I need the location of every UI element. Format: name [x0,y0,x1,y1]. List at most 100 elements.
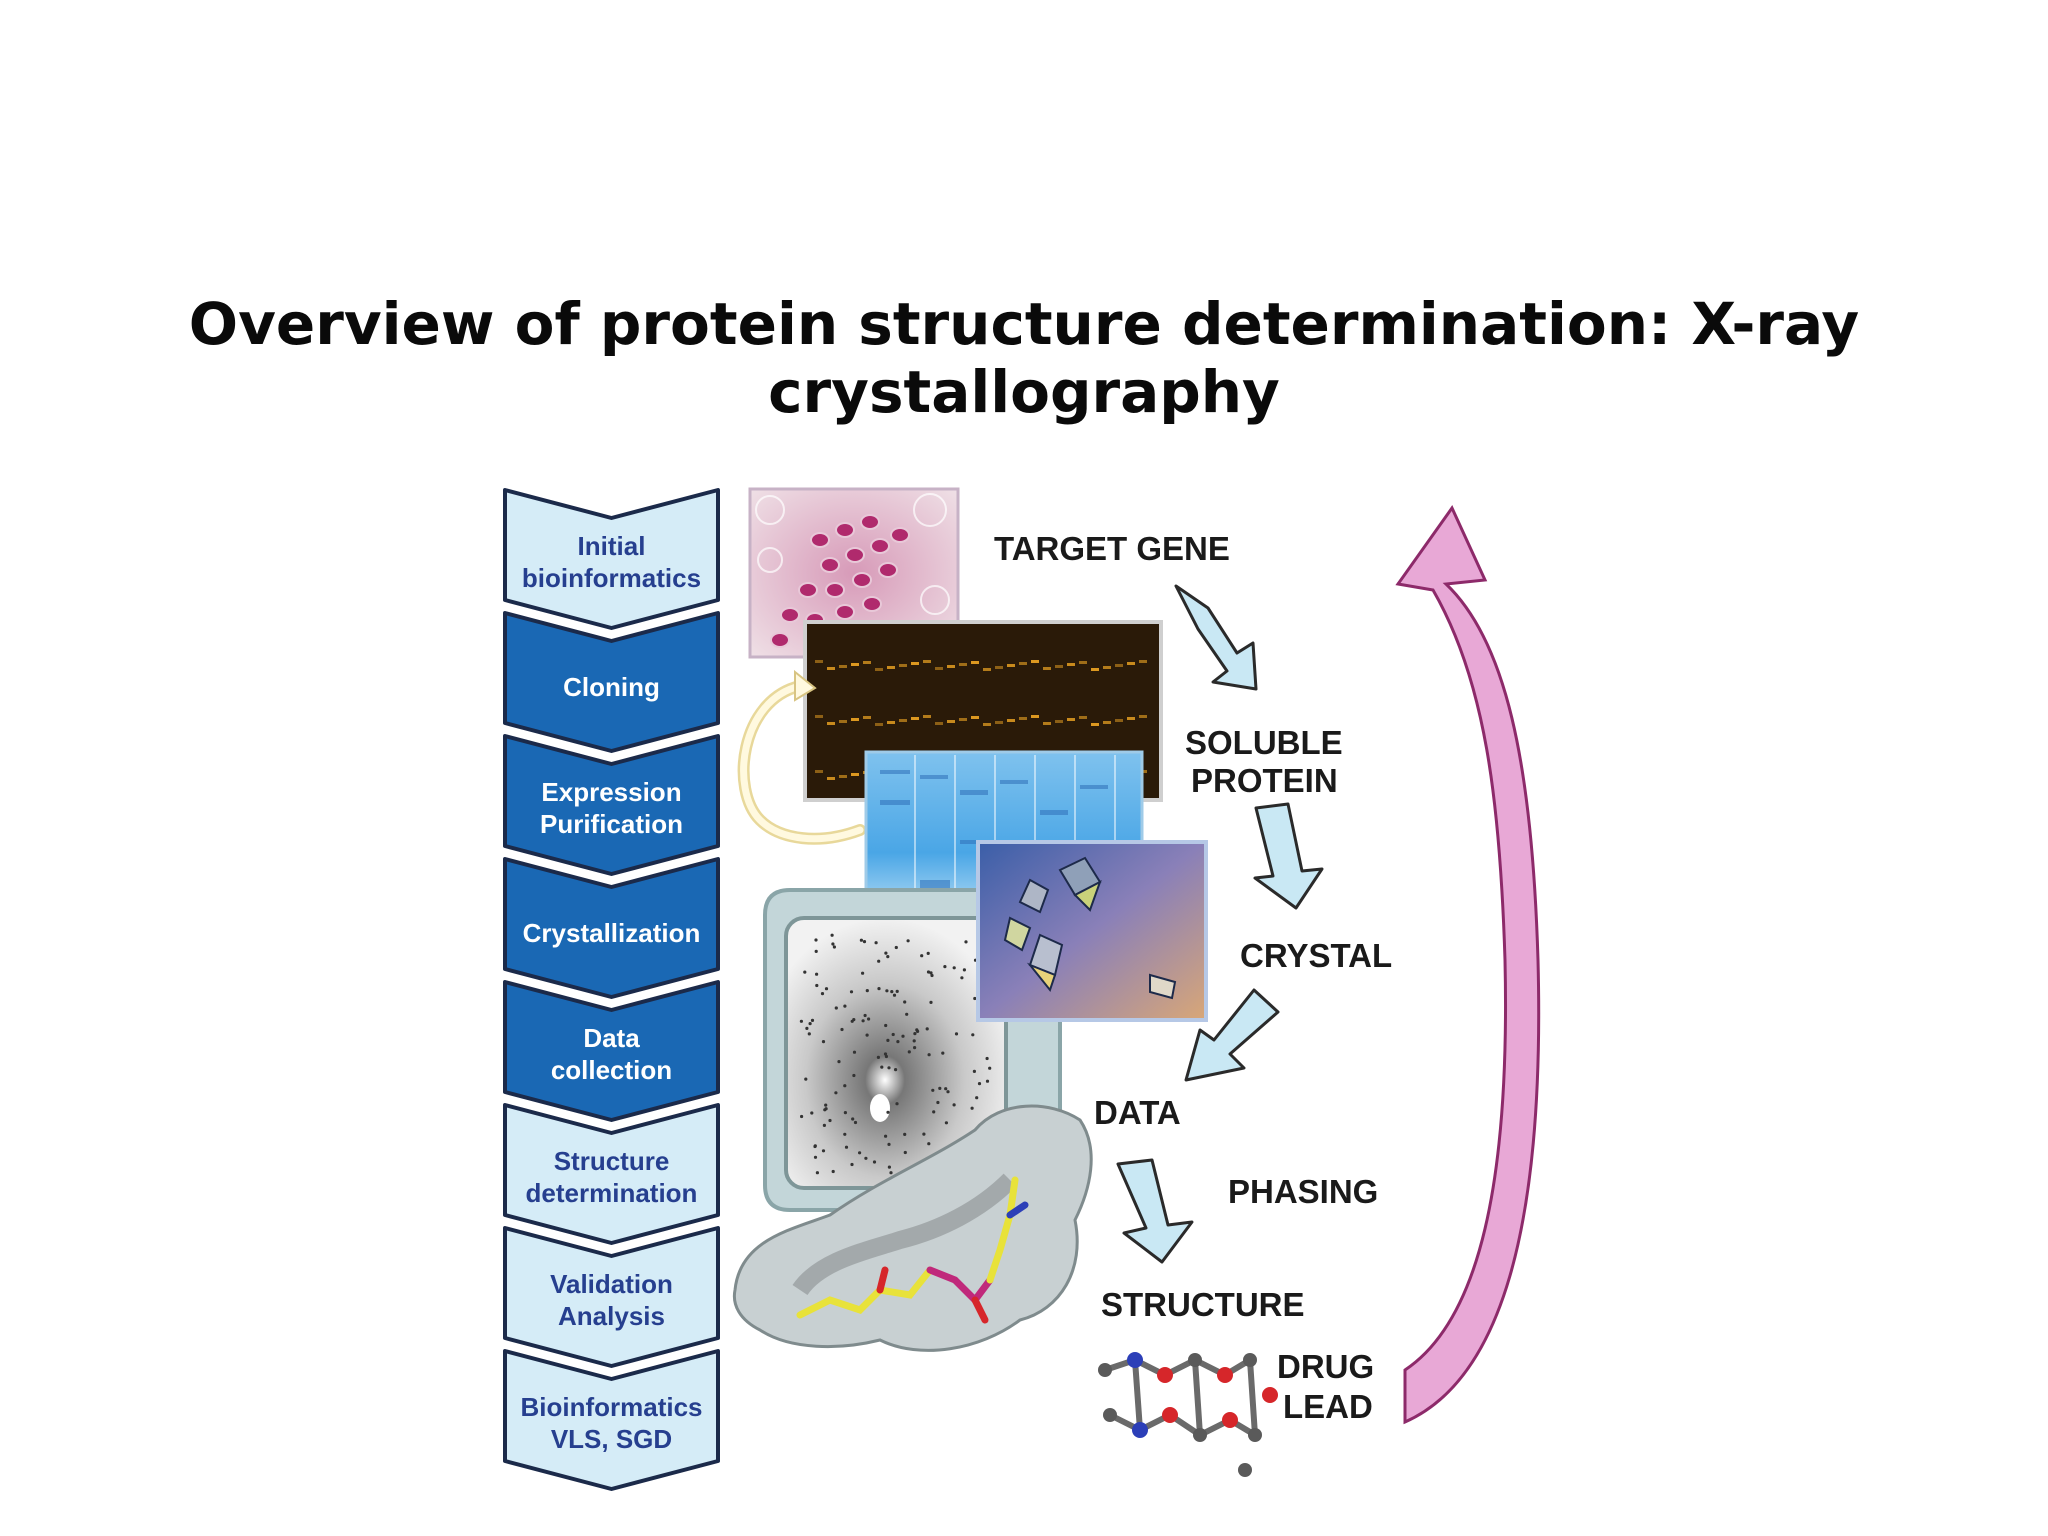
diffraction-spot [824,1103,828,1107]
diffraction-spot [962,968,967,972]
diffraction-spot [883,1052,888,1056]
diffraction-spot [894,945,898,950]
gel-band [1043,722,1051,725]
diffraction-spot [815,972,819,976]
diffraction-spot [895,1102,899,1106]
pipeline-step-7-label: Analysis [558,1301,665,1331]
pipeline-step-2-label: Cloning [563,672,660,702]
pipeline-step-1-label: bioinformatics [522,563,701,593]
gel-band [983,668,991,671]
diffraction-spot [887,1165,892,1169]
diffraction-spot [915,1028,919,1032]
diffraction-spot [843,1111,848,1115]
diffraction-spot [977,1082,982,1086]
gel-band [1067,663,1075,666]
diffraction-spot [865,989,869,993]
pipeline-step-8-label: VLS, SGD [551,1424,672,1454]
diffraction-spot [834,1006,838,1010]
diffraction-spot [840,1027,844,1032]
diffraction-spot [944,1121,949,1125]
arrow-protein-to-crystal [1253,802,1324,910]
diffraction-spot [896,1040,900,1044]
diffraction-spot [803,970,807,974]
gel-band [995,666,1003,669]
diffraction-spot [862,940,867,944]
arrow-crystal-to-data [1184,988,1280,1082]
diffraction-spot [929,1000,933,1005]
diffraction-spot [927,1053,931,1057]
gel-band [971,716,979,719]
diffraction-spot [886,1110,890,1114]
pipeline-step-8-label: Bioinformatics [520,1392,702,1422]
pipeline-step-4 [503,857,720,999]
diffraction-spot [964,940,968,944]
gel-band [1031,660,1039,663]
gel-band [1019,662,1027,665]
label-data: DATA [1094,1094,1181,1131]
gel-band [899,719,907,722]
diffraction-spot [913,1032,917,1036]
flow-arrows [1116,584,1324,1264]
diffraction-spot [815,1171,820,1175]
pipeline-step-6-label: Structure [554,1146,670,1176]
diffraction-spot [824,1107,828,1111]
gel-band [827,722,835,725]
crystal-micrograph [976,840,1208,1022]
diffraction-spot [844,1145,849,1149]
diffraction-spot [810,1111,814,1115]
plasmid-cycle-arrow [737,669,866,845]
diffraction-spot [920,954,924,958]
gel-band [851,773,859,776]
diffraction-spot [852,1050,857,1054]
diffraction-spot [834,1091,838,1095]
label-protein: PROTEIN [1191,762,1338,799]
gel-band [839,720,847,723]
pipeline-chevrons: InitialbioinformaticsCloningExpressionPu… [503,488,720,1491]
gel-band [1091,668,1099,671]
diffraction-spot [906,939,910,943]
diffraction-spot [887,1066,891,1070]
diffraction-spot [901,1034,905,1038]
gel-band [1115,664,1123,667]
gel-band [935,722,943,725]
pipeline-step-3-label: Purification [540,809,683,839]
diffraction-spot [851,1117,855,1121]
diffraction-spot [970,1106,974,1110]
diffraction-spot [820,992,825,996]
pipeline-step-1 [503,488,720,630]
diffraction-spot [922,1132,926,1136]
diffraction-spot [891,1032,895,1037]
diffraction-spot [877,959,881,963]
diffraction-spot [887,1142,891,1146]
diffraction-spot [985,1056,989,1061]
diffraction-spot [867,1017,871,1021]
diffraction-spot [800,1114,804,1119]
diffraction-spot [988,1066,992,1070]
diffraction-spot [810,1018,815,1023]
diffraction-spot [831,1169,835,1174]
label-target-gene: TARGET GENE [994,530,1230,567]
diffraction-spot [804,1077,808,1081]
diffraction-spot [863,1013,867,1018]
slide-title: Overview of protein structure determinat… [188,290,1860,426]
label-lead: LEAD [1283,1388,1373,1425]
label-phasing: PHASING [1228,1173,1378,1210]
diffraction-spot [971,1033,975,1037]
label-soluble: SOLUBLE [1185,724,1343,761]
pipeline-step-6-label: determination [526,1178,698,1208]
gel-band [899,664,907,667]
gel-band [815,770,823,773]
drug-lead-molecule [1098,1352,1278,1477]
diffraction-spot [814,949,818,954]
diffraction-spot [850,1162,854,1167]
diffraction-spot [813,1144,817,1149]
gel-band [1127,717,1135,720]
diffraction-spot [905,1012,909,1016]
diffraction-spot [985,1079,990,1083]
gel-band [1007,664,1015,667]
gel-band [815,715,823,718]
diffraction-spot [886,955,890,959]
diffraction-spot [890,990,894,994]
diffraction-spot [821,1040,826,1044]
